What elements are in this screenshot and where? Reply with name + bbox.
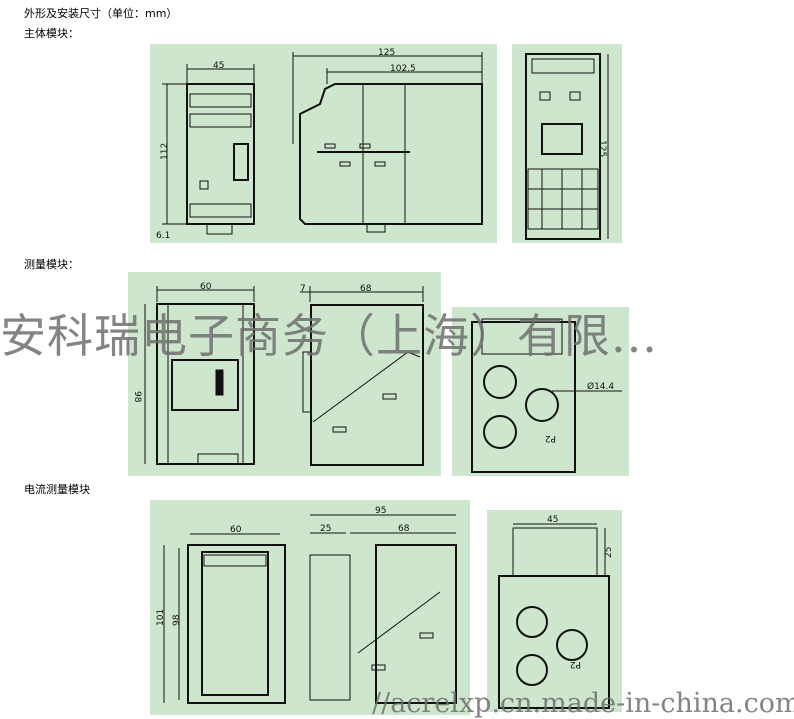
dim-main-end-height: 125 [597,140,607,157]
dim-measure-side-offset: 7 [300,284,306,294]
page-title: 外形及安装尺寸（单位：mm） [24,7,178,20]
dim-measure-front-width: 60 [200,282,212,292]
dim-measure-side-depth: 68 [360,284,372,294]
dim-main-rail: 6.1 [156,231,170,241]
section-heading-main-module: 主体模块： [24,27,79,40]
measure-module-end-drawing: Ø14.4 P2 [452,307,629,476]
url-watermark: //acrelxp.cn.made-in-china.com [372,688,794,719]
dim-current-end-width: 45 [547,515,558,525]
dim-main-front-width: 45 [213,61,224,71]
dim-current-front-height-inner: 98 [172,614,182,626]
section-heading-measure-module: 测量模块： [24,258,79,271]
measure-end-port-label: P2 [545,433,556,443]
dim-main-front-height: 112 [160,143,170,160]
dim-main-side-length: 125 [378,48,395,58]
dim-current-side-depth: 68 [398,524,410,534]
dim-current-side-total: 95 [375,506,386,516]
dim-current-front-width: 60 [230,525,242,535]
current-module-front-side-drawing: 60 101 98 95 25 68 [150,500,470,715]
dim-current-front-height-outer: 101 [156,609,166,626]
main-module-front-side-drawing: 45 112 6.1 125 102.5 [150,44,497,243]
current-end-port-label: P2 [570,659,581,669]
section-heading-current-module: 电流测量模块 [24,483,90,496]
dim-measure-hole-diameter: Ø14.4 [587,381,614,392]
dim-current-end-height: 25 [604,547,614,558]
company-watermark: 安科瑞电子商务（上海）有限... [0,309,658,363]
dim-main-side-depth: 102.5 [390,64,416,74]
dim-current-side-offset: 25 [320,524,331,534]
current-module-end-drawing: 45 25 P2 [487,510,622,712]
measure-module-front-side-drawing: 60 98 7 68 [128,272,441,476]
dim-measure-front-height: 98 [132,391,142,403]
main-module-end-drawing: 125 [512,44,622,243]
